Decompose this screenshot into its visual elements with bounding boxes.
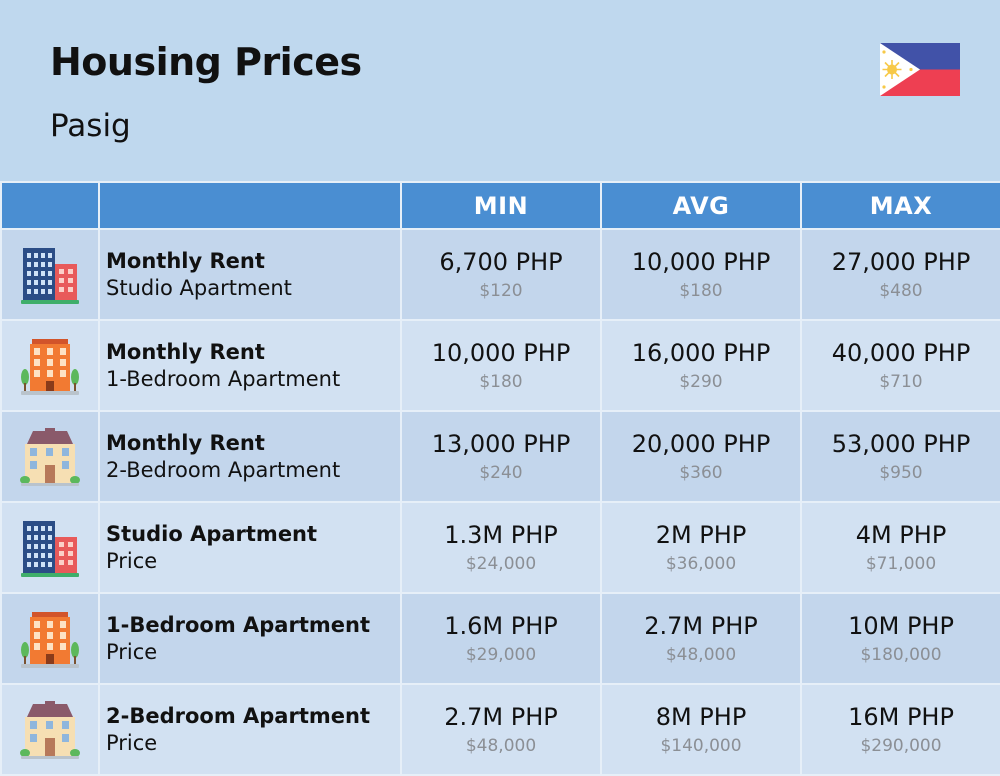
min-php: 2.7M PHP	[444, 702, 558, 731]
avg-php: 2M PHP	[655, 520, 747, 549]
row-label: 2-Bedroom Apartment	[106, 703, 370, 728]
header-min: MIN	[400, 181, 602, 230]
max-php: 16M PHP	[848, 702, 954, 731]
avg-php: 20,000 PHP	[631, 429, 771, 458]
table-header-row: MIN AVG MAX	[0, 181, 1000, 230]
max-usd: $290,000	[860, 735, 942, 756]
row-label: Monthly Rent	[106, 248, 265, 273]
avg-usd: $290	[679, 371, 723, 392]
orange-apartment-icon	[21, 338, 79, 395]
min-php: 13,000 PHP	[431, 429, 571, 458]
table-row: 1-Bedroom Apartment Price 1.6M PHP $29,0…	[0, 592, 1000, 685]
row-label: Monthly Rent	[106, 339, 265, 364]
min-php: 6,700 PHP	[439, 247, 563, 276]
max-php: 27,000 PHP	[831, 247, 971, 276]
header-avg: AVG	[600, 181, 802, 230]
house-building-icon	[20, 700, 80, 759]
page-header: Housing Prices Pasig	[0, 0, 1000, 181]
table-row: Monthly Rent 2-Bedroom Apartment 13,000 …	[0, 410, 1000, 503]
max-usd: $180,000	[860, 644, 942, 665]
min-php: 1.3M PHP	[444, 520, 558, 549]
max-php: 4M PHP	[855, 520, 947, 549]
table-row: Studio Apartment Price 1.3M PHP $24,000 …	[0, 501, 1000, 594]
avg-usd: $360	[679, 462, 723, 483]
avg-usd: $180	[679, 280, 723, 301]
orange-apartment-icon	[21, 611, 79, 668]
max-usd: $950	[879, 462, 923, 483]
avg-php: 16,000 PHP	[631, 338, 771, 367]
min-usd: $29,000	[465, 644, 537, 665]
row-sublabel: Studio Apartment	[106, 275, 292, 300]
max-php: 53,000 PHP	[831, 429, 971, 458]
avg-usd: $36,000	[665, 553, 737, 574]
max-usd: $710	[879, 371, 923, 392]
avg-php: 8M PHP	[655, 702, 747, 731]
avg-usd: $140,000	[660, 735, 742, 756]
tall-building-icon	[21, 520, 79, 577]
table-row: 2-Bedroom Apartment Price 2.7M PHP $48,0…	[0, 683, 1000, 776]
tall-building-icon	[21, 247, 79, 304]
min-usd: $120	[479, 280, 523, 301]
min-usd: $48,000	[465, 735, 537, 756]
row-sublabel: 2-Bedroom Apartment	[106, 457, 341, 482]
max-php: 10M PHP	[848, 611, 954, 640]
avg-php: 2.7M PHP	[644, 611, 758, 640]
row-label: Monthly Rent	[106, 430, 265, 455]
page-title: Housing Prices	[50, 40, 362, 84]
min-usd: $24,000	[465, 553, 537, 574]
house-building-icon	[20, 427, 80, 486]
row-sublabel: 1-Bedroom Apartment	[106, 366, 341, 391]
max-usd: $71,000	[865, 553, 937, 574]
row-sublabel: Price	[106, 730, 158, 755]
header-icon-col	[0, 181, 100, 230]
min-php: 10,000 PHP	[431, 338, 571, 367]
avg-php: 10,000 PHP	[631, 247, 771, 276]
min-php: 1.6M PHP	[444, 611, 558, 640]
max-usd: $480	[879, 280, 923, 301]
row-sublabel: Price	[106, 548, 158, 573]
philippines-flag-icon	[880, 43, 960, 96]
avg-usd: $48,000	[665, 644, 737, 665]
min-usd: $240	[479, 462, 523, 483]
header-max: MAX	[800, 181, 1000, 230]
max-php: 40,000 PHP	[831, 338, 971, 367]
prices-table: MIN AVG MAX	[0, 181, 1000, 776]
city-name: Pasig	[50, 108, 131, 144]
table-row: Monthly Rent 1-Bedroom Apartment 10,000 …	[0, 319, 1000, 412]
row-label: 1-Bedroom Apartment	[106, 612, 370, 637]
header-label-col	[98, 181, 402, 230]
table-row: Monthly Rent Studio Apartment 6,700 PHP …	[0, 228, 1000, 321]
row-sublabel: Price	[106, 639, 158, 664]
min-usd: $180	[479, 371, 523, 392]
row-label: Studio Apartment	[106, 521, 318, 546]
